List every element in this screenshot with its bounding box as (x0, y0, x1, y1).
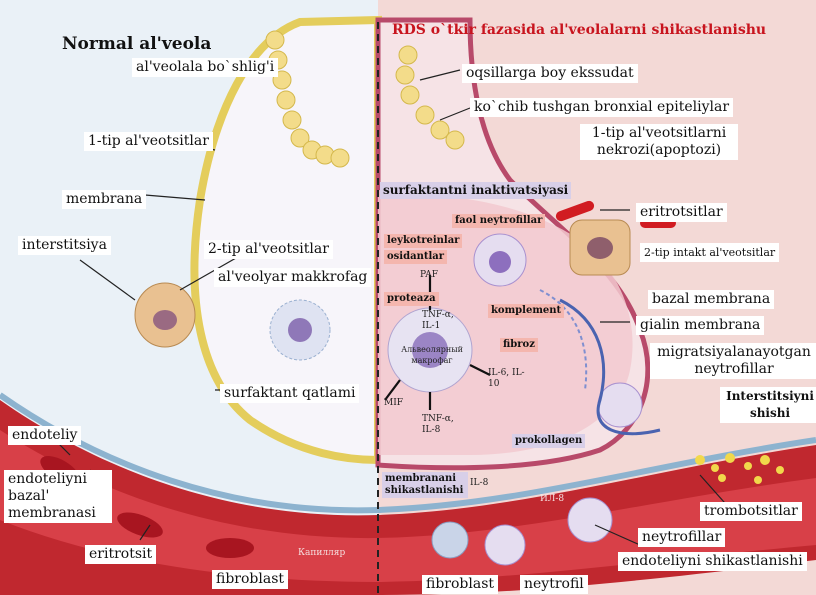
label-neutrophil: neytrofil (520, 575, 588, 594)
tag-complement: komplement (488, 304, 564, 318)
mediator-alv-macrophage: Альвеолярный макрофаг (394, 344, 470, 366)
tag-protease: proteaza (384, 292, 439, 306)
tag-leukotrienes: leykotreinlar (384, 234, 462, 248)
label-basal-membrane: bazal membrana (648, 290, 774, 309)
mediator-tnf1: TNF-α, IL-1 (422, 310, 462, 332)
mediator-paf: PAF (420, 270, 438, 281)
mediator-mif: MIF (384, 398, 403, 409)
label-sloughed-epithelium: ko`chib tushgan bronxial epiteliylar (470, 98, 733, 117)
mediator-il8b: ИЛ-8 (540, 494, 564, 505)
label-surfactant-inactivation: surfaktantni inaktivatsiyasi (380, 182, 571, 199)
left-title: Normal al'veola (62, 34, 211, 54)
label-endothelial-damage: endoteliyni shikastlanishi (618, 552, 807, 571)
vessel-neutrophil (568, 498, 612, 542)
label-membrane-damage: membranani shikastlanishi (382, 472, 468, 498)
label-endothelial-basement: endoteliyni bazal' membranasi (4, 470, 112, 523)
mediator-il6: IL-6, IL-10 (488, 368, 528, 390)
mediator-tnf2: TNF-α, IL-8 (422, 414, 462, 436)
label-type2-intact: 2-tip intakt al'veotsitlar (640, 243, 779, 262)
vessel-neutrophil-2 (485, 525, 525, 565)
label-erythrocyte: eritrotsit (85, 545, 156, 564)
label-neutrophils: neytrofillar (638, 528, 725, 547)
label-hyaline-membrane: gialin membrana (636, 316, 764, 335)
macrophage-nucleus-left (288, 318, 312, 342)
label-capillary: Капилляр (298, 548, 345, 559)
tag-oxidants: osidantlar (384, 250, 447, 264)
active-neutrophil-nucleus (489, 251, 511, 273)
tag-fibrosis: fibroz (500, 338, 538, 352)
right-title: RDS o`tkir fazasida al'veolalarni shikas… (392, 22, 766, 38)
erythrocyte-cell (206, 538, 254, 558)
label-macrophage: al'veolyar makkrofag (214, 268, 371, 287)
label-surfactant-layer: surfaktant qatlami (220, 384, 359, 403)
label-fibroblast-right: fibroblast (422, 575, 498, 594)
label-thrombocytes: trombotsitlar (700, 502, 802, 521)
migrating-neutrophil (598, 383, 642, 427)
label-procollagen: prokollagen (512, 434, 585, 448)
label-membrane: membrana (62, 190, 146, 209)
label-protein-exudate: oqsillarga boy ekssudat (462, 64, 638, 83)
label-type1-necrosis: 1-tip al'veotsitlarni nekrozi(apoptozi) (580, 124, 738, 160)
type2-nucleus-right (587, 237, 613, 259)
label-type1-cells: 1-tip al'veotsitlar (84, 132, 213, 151)
fibroblast-right (432, 522, 468, 558)
label-fibroblast-left: fibroblast (212, 570, 288, 589)
label-erythrocytes: eritrotsitlar (636, 203, 727, 222)
label-interstitium: interstitsiya (18, 236, 111, 255)
label-alveola-cavity: al'veolala bo`shlig'i (132, 58, 278, 77)
label-migrating-neutrophils: migratsiyalanayotgan neytrofillar (650, 343, 816, 379)
type2-nucleus-left (153, 310, 177, 330)
mediator-il8a: IL-8 (470, 478, 488, 489)
label-endothelium: endoteliy (8, 426, 81, 445)
label-type2-cells: 2-tip al'veotsitlar (204, 240, 333, 259)
label-interstitial-edema: Interstitsiyni shishi (720, 387, 816, 423)
tag-active-neutrophils: faol neytrofillar (452, 214, 545, 228)
